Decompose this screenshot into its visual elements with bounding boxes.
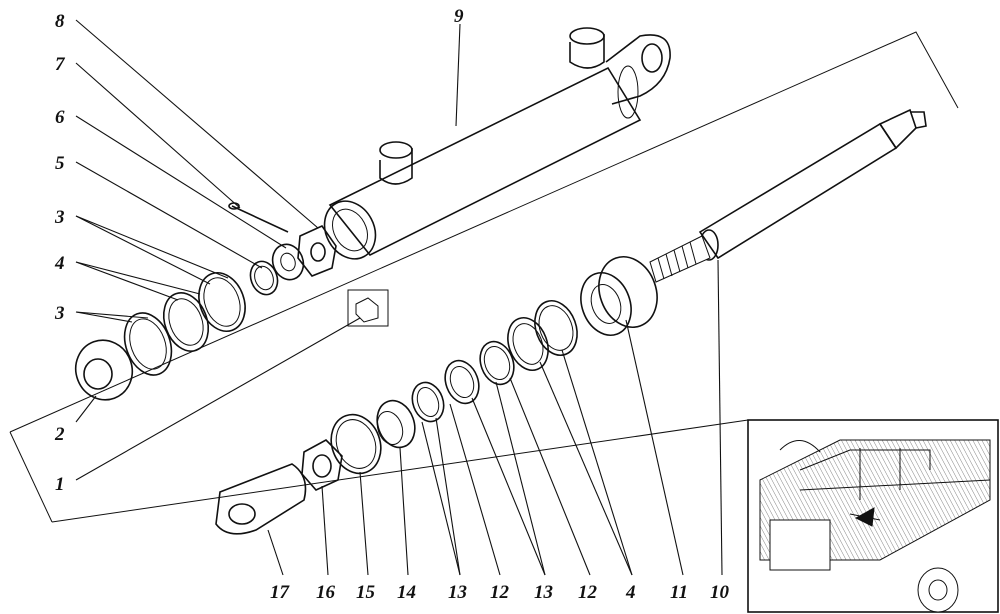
label-12-right: 12 xyxy=(578,582,598,603)
piston xyxy=(580,256,658,336)
part-labels: 8 7 6 5 3 4 3 2 1 9 17 16 15 14 13 12 13… xyxy=(54,6,730,603)
cylinder-barrel xyxy=(323,27,671,260)
label-15: 15 xyxy=(356,582,376,603)
label-4-right: 4 xyxy=(625,582,636,603)
label-17: 17 xyxy=(270,582,291,603)
label-11: 11 xyxy=(670,582,688,603)
label-12-left: 12 xyxy=(490,582,510,603)
label-13-left: 13 xyxy=(448,582,467,603)
label-3-upper: 3 xyxy=(54,207,65,228)
label-2: 2 xyxy=(54,424,65,445)
label-3-lower: 3 xyxy=(54,303,65,324)
label-8: 8 xyxy=(55,11,65,32)
rod-seal-rings xyxy=(330,300,578,475)
label-5: 5 xyxy=(55,153,65,174)
label-4-left: 4 xyxy=(54,253,65,274)
rod-eye-and-nut xyxy=(215,439,343,535)
label-16: 16 xyxy=(316,582,336,603)
truck-inset xyxy=(747,419,999,613)
label-13-right: 13 xyxy=(534,582,553,603)
assembly-frame xyxy=(9,31,959,523)
label-6: 6 xyxy=(55,107,65,128)
label-10: 10 xyxy=(710,582,730,603)
label-7: 7 xyxy=(55,54,66,75)
label-9: 9 xyxy=(454,6,464,27)
gland-parts xyxy=(74,202,389,401)
piston-rod xyxy=(649,108,927,283)
leader-lines xyxy=(75,19,723,576)
label-1: 1 xyxy=(55,474,65,495)
label-14: 14 xyxy=(397,582,416,603)
